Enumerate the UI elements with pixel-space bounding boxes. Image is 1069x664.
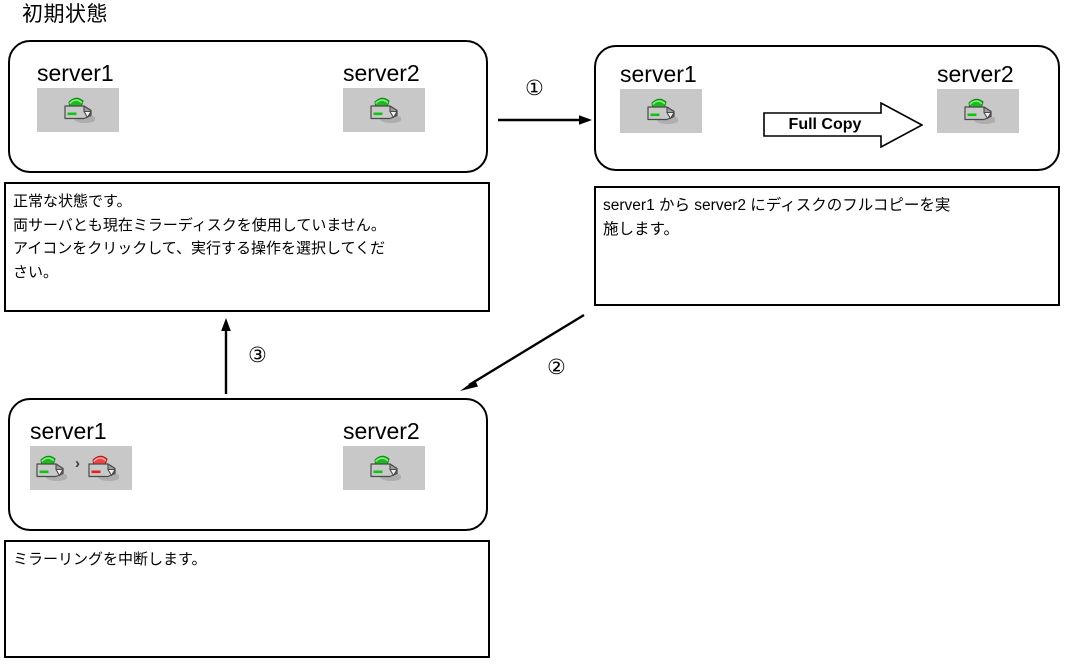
- page-title: 初期状態: [22, 3, 108, 26]
- step-3-arrow: [218, 318, 234, 394]
- server1-icon-plate[interactable]: ›: [30, 446, 132, 490]
- server2-icon-plate[interactable]: [343, 88, 425, 132]
- step-3-label: ③: [248, 344, 267, 367]
- mirror-disk-icon-green[interactable]: [61, 93, 95, 127]
- server1-label: server1: [30, 418, 107, 444]
- mirror-disk-icon-red[interactable]: [85, 451, 119, 485]
- step-2-arrow: [455, 313, 590, 395]
- mirror-suspend-panel[interactable]: server1 ›: [8, 398, 488, 531]
- mirror-disk-icon-green[interactable]: [33, 451, 67, 485]
- mirror-disk-icon-green[interactable]: [961, 94, 995, 128]
- initial-server2-group[interactable]: server2: [343, 60, 425, 132]
- server1-icon-plate[interactable]: [620, 89, 702, 133]
- mirror-disk-icon-green[interactable]: [367, 93, 401, 127]
- initial-state-description: 正常な状態です。 両サーバとも現在ミラーディスクを使用していません。 アイコンを…: [4, 182, 490, 312]
- initial-state-panel[interactable]: server1 server2: [8, 40, 488, 173]
- server2-label: server2: [343, 60, 420, 86]
- full-copy-arrow: Full Copy: [763, 102, 923, 148]
- server2-icon-plate[interactable]: [937, 89, 1019, 133]
- mirror-break-separator: ›: [75, 455, 80, 472]
- server1-label: server1: [37, 60, 114, 86]
- full-copy-description: server1 から server2 にディスクのフルコピーを実 施します。: [594, 186, 1060, 306]
- full-copy-panel[interactable]: server1 Fu: [594, 45, 1060, 171]
- suspend-server2-group[interactable]: server2: [343, 418, 425, 490]
- server2-label: server2: [343, 418, 420, 444]
- step-2-label: ②: [547, 356, 566, 379]
- mirror-disk-icon-green[interactable]: [644, 94, 678, 128]
- mirror-disk-icon-green[interactable]: [367, 451, 401, 485]
- mirror-suspend-description: ミラーリングを中断します。: [4, 540, 490, 658]
- fullcopy-server2-group[interactable]: server2: [937, 61, 1019, 133]
- step-1-label: ①: [525, 77, 544, 100]
- fullcopy-server1-group[interactable]: server1: [620, 61, 702, 133]
- server2-label: server2: [937, 61, 1014, 87]
- step-1-arrow: [498, 112, 592, 128]
- server2-icon-plate[interactable]: [343, 446, 425, 490]
- server1-label: server1: [620, 61, 697, 87]
- initial-server1-group[interactable]: server1: [37, 60, 119, 132]
- server1-icon-plate[interactable]: [37, 88, 119, 132]
- full-copy-label: Full Copy: [788, 116, 862, 133]
- suspend-server1-group[interactable]: server1 ›: [30, 418, 132, 490]
